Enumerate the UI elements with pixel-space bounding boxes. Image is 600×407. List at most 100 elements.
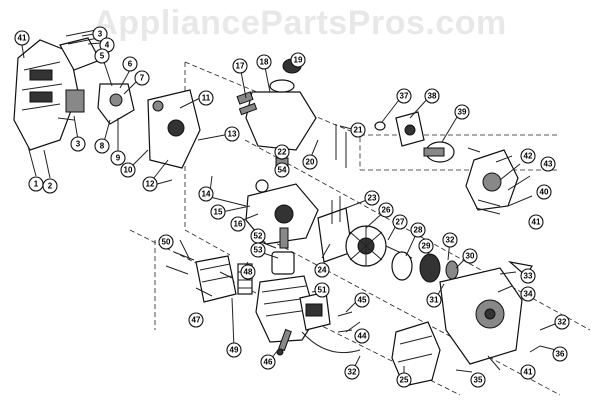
callout-29: 29	[418, 238, 434, 254]
clutch-housing-part	[374, 111, 519, 211]
callout-22: 22	[274, 144, 290, 160]
svg-text:15: 15	[214, 208, 223, 217]
muffler-part	[195, 255, 253, 303]
callout-44: 44	[354, 328, 370, 344]
svg-text:38: 38	[428, 92, 437, 101]
callout-40: 40	[536, 184, 552, 200]
callout-1: 1	[28, 176, 44, 192]
callout-34: 34	[520, 286, 536, 302]
callout-13: 13	[224, 126, 240, 142]
callout-31: 31	[426, 292, 442, 308]
svg-text:41: 41	[532, 218, 541, 227]
svg-text:8: 8	[100, 142, 105, 151]
starter-pulley-part	[391, 251, 459, 283]
callout-21: 21	[350, 122, 366, 138]
callout-35: 35	[470, 372, 486, 388]
svg-text:16: 16	[234, 220, 243, 229]
svg-text:41: 41	[18, 34, 27, 43]
carburetor-assembly-part	[97, 83, 201, 169]
callout-54: 54	[274, 162, 290, 178]
svg-text:54: 54	[278, 166, 287, 175]
svg-text:13: 13	[228, 130, 237, 139]
svg-text:52: 52	[254, 232, 263, 241]
svg-text:19: 19	[294, 56, 303, 65]
callout-16: 16	[230, 216, 246, 232]
svg-text:4: 4	[105, 41, 110, 50]
svg-text:9: 9	[116, 154, 121, 163]
svg-text:1: 1	[34, 180, 39, 189]
svg-text:27: 27	[396, 218, 405, 227]
svg-text:31: 31	[430, 296, 439, 305]
svg-text:3: 3	[76, 140, 81, 149]
svg-text:48: 48	[244, 268, 253, 277]
callout-49: 49	[226, 342, 242, 358]
callout-41-a: 41	[14, 30, 30, 46]
svg-text:36: 36	[556, 350, 565, 359]
callout-46: 46	[260, 354, 276, 370]
callout-20: 20	[302, 154, 318, 170]
callout-18: 18	[256, 54, 272, 70]
callout-25: 25	[396, 372, 412, 388]
callout-2: 2	[42, 178, 58, 194]
callout-33: 33	[520, 268, 536, 284]
svg-text:39: 39	[458, 108, 467, 117]
callout-3-a: 3	[92, 26, 108, 42]
callout-38: 38	[424, 88, 440, 104]
callout-14: 14	[198, 186, 214, 202]
svg-text:53: 53	[254, 246, 263, 255]
leader-lines	[21, 33, 561, 378]
callout-10: 10	[120, 162, 136, 178]
callout-26: 26	[378, 202, 394, 218]
svg-text:37: 37	[400, 92, 409, 101]
svg-text:41: 41	[524, 368, 533, 377]
callout-30: 30	[462, 248, 478, 264]
svg-text:7: 7	[140, 74, 145, 83]
svg-text:33: 33	[524, 272, 533, 281]
svg-text:12: 12	[146, 180, 155, 189]
svg-text:25: 25	[400, 376, 409, 385]
screws	[57, 29, 557, 373]
callout-36: 36	[552, 346, 568, 362]
svg-text:11: 11	[202, 94, 211, 103]
svg-text:5: 5	[100, 52, 105, 61]
svg-text:47: 47	[192, 316, 201, 325]
callout-37: 37	[396, 88, 412, 104]
svg-text:20: 20	[306, 158, 315, 167]
cylinder-part	[255, 227, 317, 343]
svg-text:22: 22	[278, 148, 287, 157]
callout-6: 6	[122, 56, 138, 72]
svg-text:50: 50	[162, 238, 171, 247]
callout-51: 51	[314, 282, 330, 298]
svg-text:3: 3	[98, 30, 103, 39]
svg-text:21: 21	[354, 126, 363, 135]
callout-labels: 41 1 2 3 4 3 5 6 7 8 9 10 12 11 13 14 15…	[14, 26, 570, 388]
callout-11: 11	[198, 90, 214, 106]
callout-15: 15	[210, 204, 226, 220]
callout-53: 53	[250, 242, 266, 258]
callout-39: 39	[454, 104, 470, 120]
svg-text:24: 24	[318, 266, 327, 275]
callout-50: 50	[158, 234, 174, 250]
callout-32-b: 32	[554, 314, 570, 330]
svg-text:35: 35	[474, 376, 483, 385]
callout-32-c: 32	[344, 364, 360, 380]
callout-23: 23	[364, 190, 380, 206]
svg-text:45: 45	[358, 296, 367, 305]
callout-8: 8	[94, 138, 110, 154]
svg-text:42: 42	[524, 152, 533, 161]
svg-text:29: 29	[422, 242, 431, 251]
callout-19: 19	[290, 52, 306, 68]
svg-text:49: 49	[230, 346, 239, 355]
svg-text:6: 6	[128, 60, 133, 69]
callout-4: 4	[99, 37, 115, 53]
fuel-tank-part	[236, 58, 317, 167]
starter-housing-part	[439, 261, 533, 365]
svg-text:30: 30	[466, 252, 475, 261]
svg-text:23: 23	[368, 194, 377, 203]
callout-27: 27	[392, 214, 408, 230]
callout-5: 5	[94, 48, 110, 64]
svg-text:2: 2	[48, 182, 53, 191]
callout-12: 12	[142, 176, 158, 192]
